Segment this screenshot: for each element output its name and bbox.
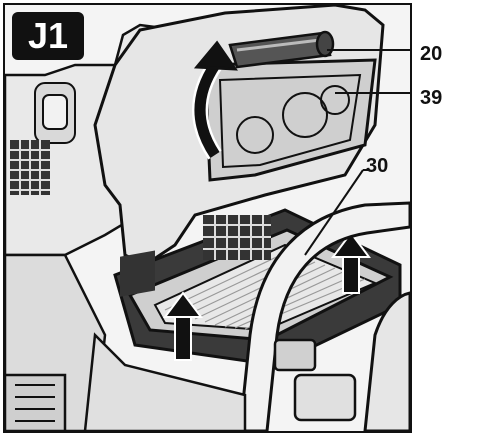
carry-handle (238, 201, 410, 431)
filter-cylinder-part-20 (228, 30, 335, 69)
front-panel (5, 332, 357, 431)
opened-lid (93, 5, 385, 267)
grate-upper-left (10, 140, 50, 195)
callout-label-20: 20 (420, 43, 443, 65)
lift-filter-arrow-right-icon (331, 231, 371, 294)
callout-label-39: 39 (420, 87, 443, 109)
grate-left (120, 250, 155, 297)
filter-replacement-drawing (5, 5, 410, 431)
callout-leader-lines (304, 49, 410, 256)
open-lid-arrow-icon (192, 40, 238, 160)
figure-badge: J1 (12, 12, 84, 60)
lift-filter-arrow-left-icon (163, 291, 203, 361)
technical-illustration: J1 (3, 3, 412, 433)
grate-center (203, 215, 271, 260)
callout-label-30: 30 (366, 155, 389, 177)
side-grip (34, 82, 76, 144)
